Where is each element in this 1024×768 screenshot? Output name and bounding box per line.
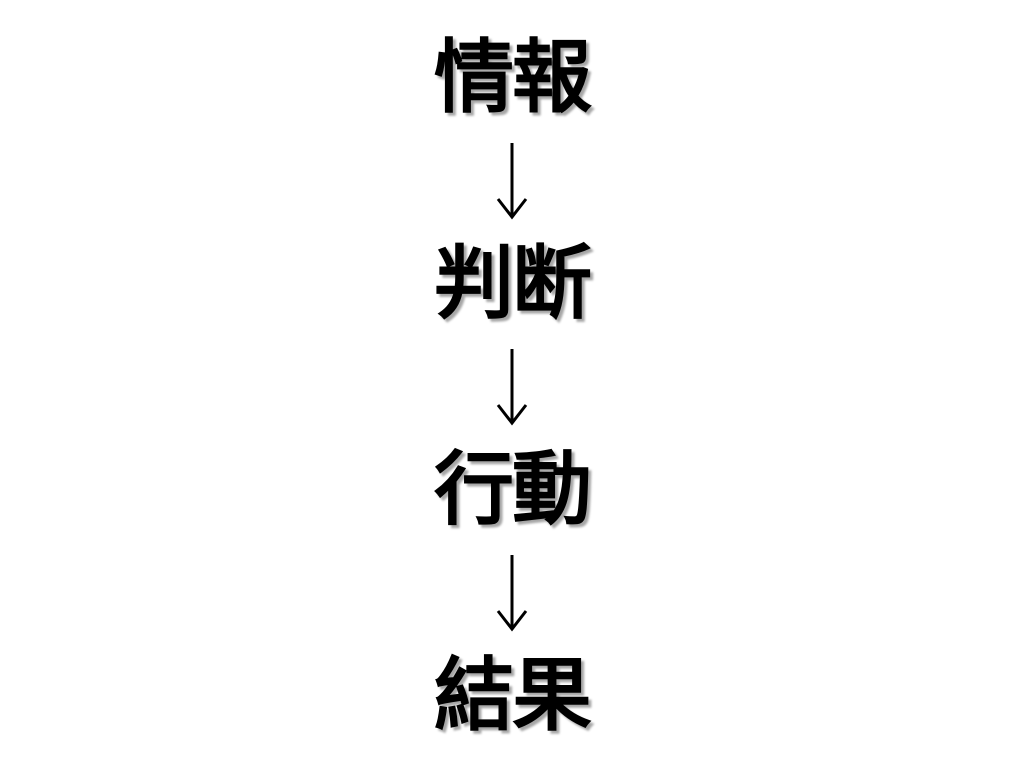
step-information: 情報 [434,31,592,124]
step-result: 結果 [434,649,592,742]
step-action: 行動 [434,443,592,536]
down-arrow-icon [492,538,532,648]
down-arrow-icon [492,126,532,236]
step-judgment: 判断 [434,237,592,330]
down-arrow-icon [492,332,532,442]
